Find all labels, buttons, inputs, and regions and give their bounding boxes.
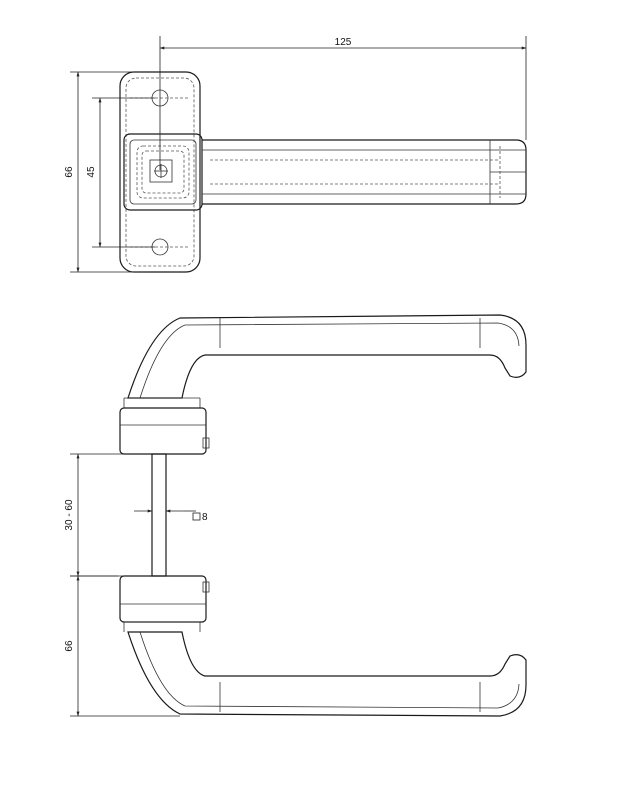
dim-125-label: 125 (335, 37, 352, 48)
lower-lever (127, 631, 527, 717)
upper-rose (119, 407, 207, 455)
dim-66-top-label: 66 (64, 166, 75, 178)
upper-lever (127, 314, 527, 399)
rose-inner-outline (125, 77, 195, 267)
lower-rose (119, 575, 207, 623)
top-view: 125 66 45 (64, 36, 527, 273)
dim-30-60-label: 30 - 60 (64, 499, 75, 531)
dim-66-bottom-label: 66 (64, 640, 75, 652)
spindle (151, 453, 167, 577)
side-view: 30 - 60 8 66 (64, 314, 527, 717)
dim-45-label: 45 (86, 166, 97, 178)
hub-square (123, 133, 203, 211)
spindle-square (149, 159, 173, 183)
dim-8-label: 8 (202, 512, 208, 523)
